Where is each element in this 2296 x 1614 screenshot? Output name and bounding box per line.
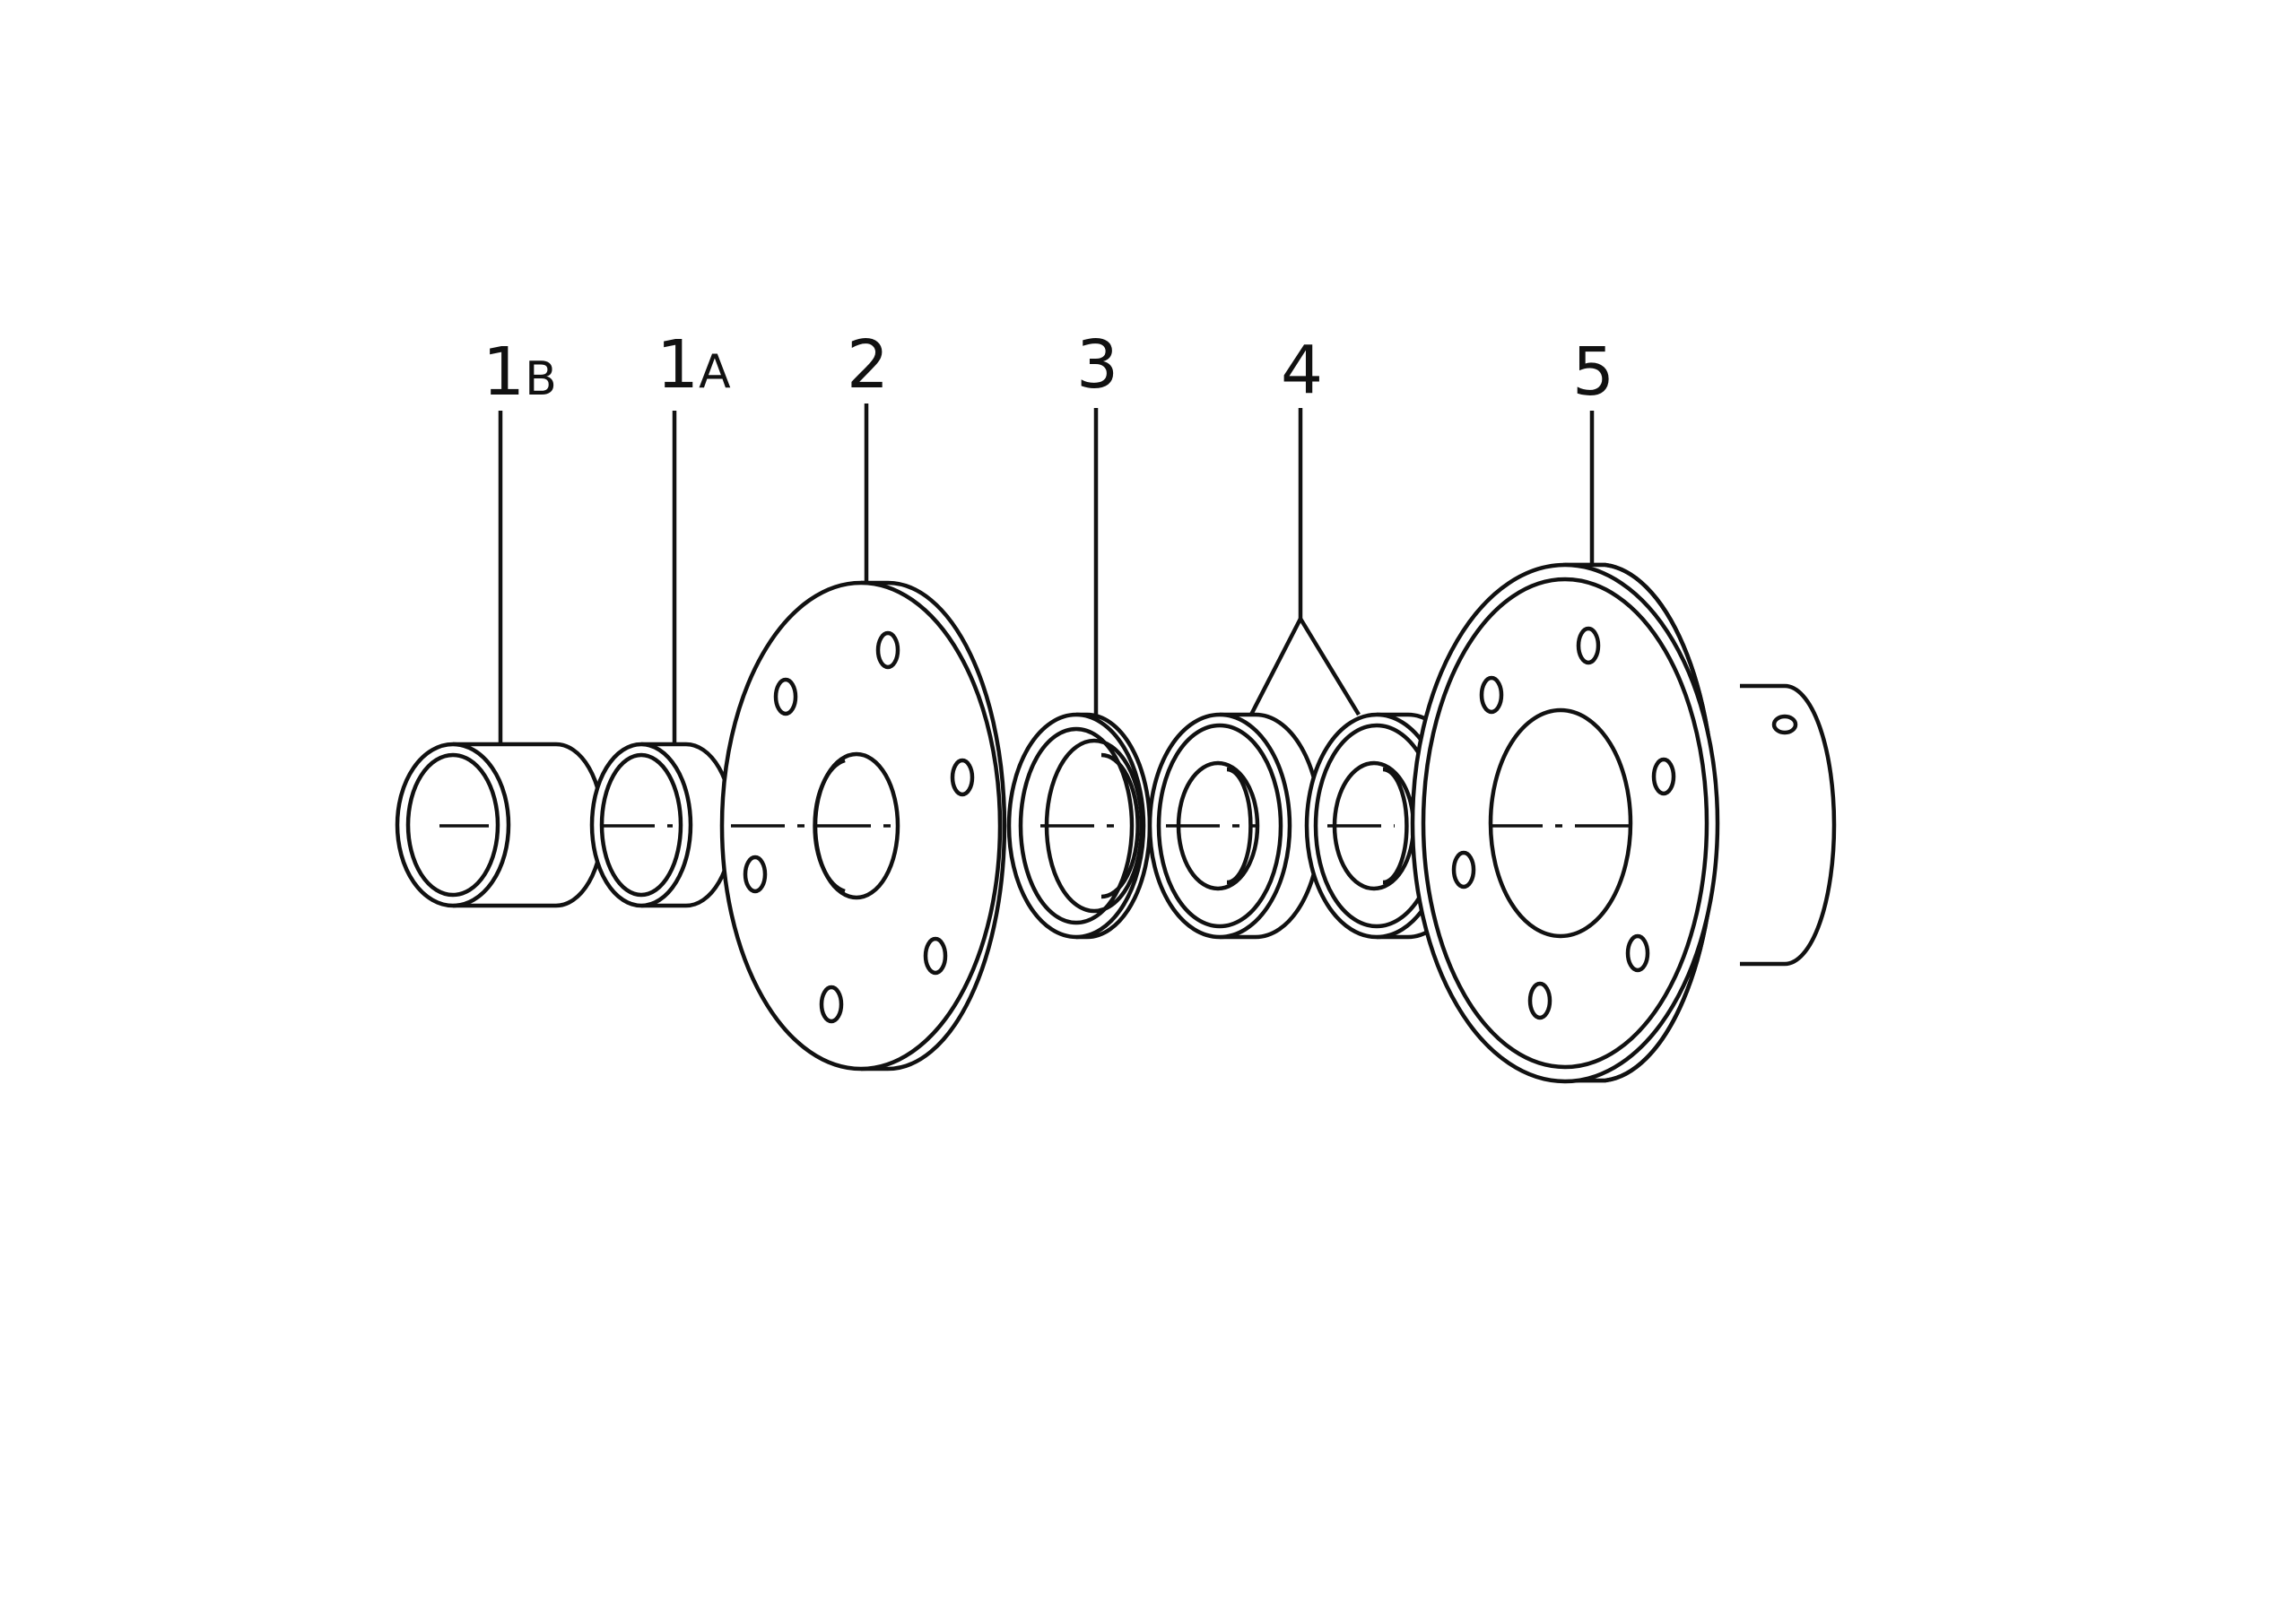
part-1b-sleeve: [395, 742, 605, 908]
label-4: 4: [1281, 332, 1323, 409]
set-screw-icon: [1771, 714, 1798, 735]
label-1b: 1B: [483, 334, 557, 411]
part-labels: 1B 1A 2 3 4 5: [483, 326, 1614, 411]
leader-lines: [498, 404, 1595, 744]
leader-4-right: [1299, 617, 1361, 716]
label-5: 5: [1572, 334, 1614, 411]
part-5-hub: [1410, 562, 1837, 1084]
label-3: 3: [1076, 326, 1118, 404]
label-2: 2: [847, 326, 889, 404]
leader-4-left: [1248, 617, 1303, 716]
label-1a: 1A: [657, 326, 731, 404]
